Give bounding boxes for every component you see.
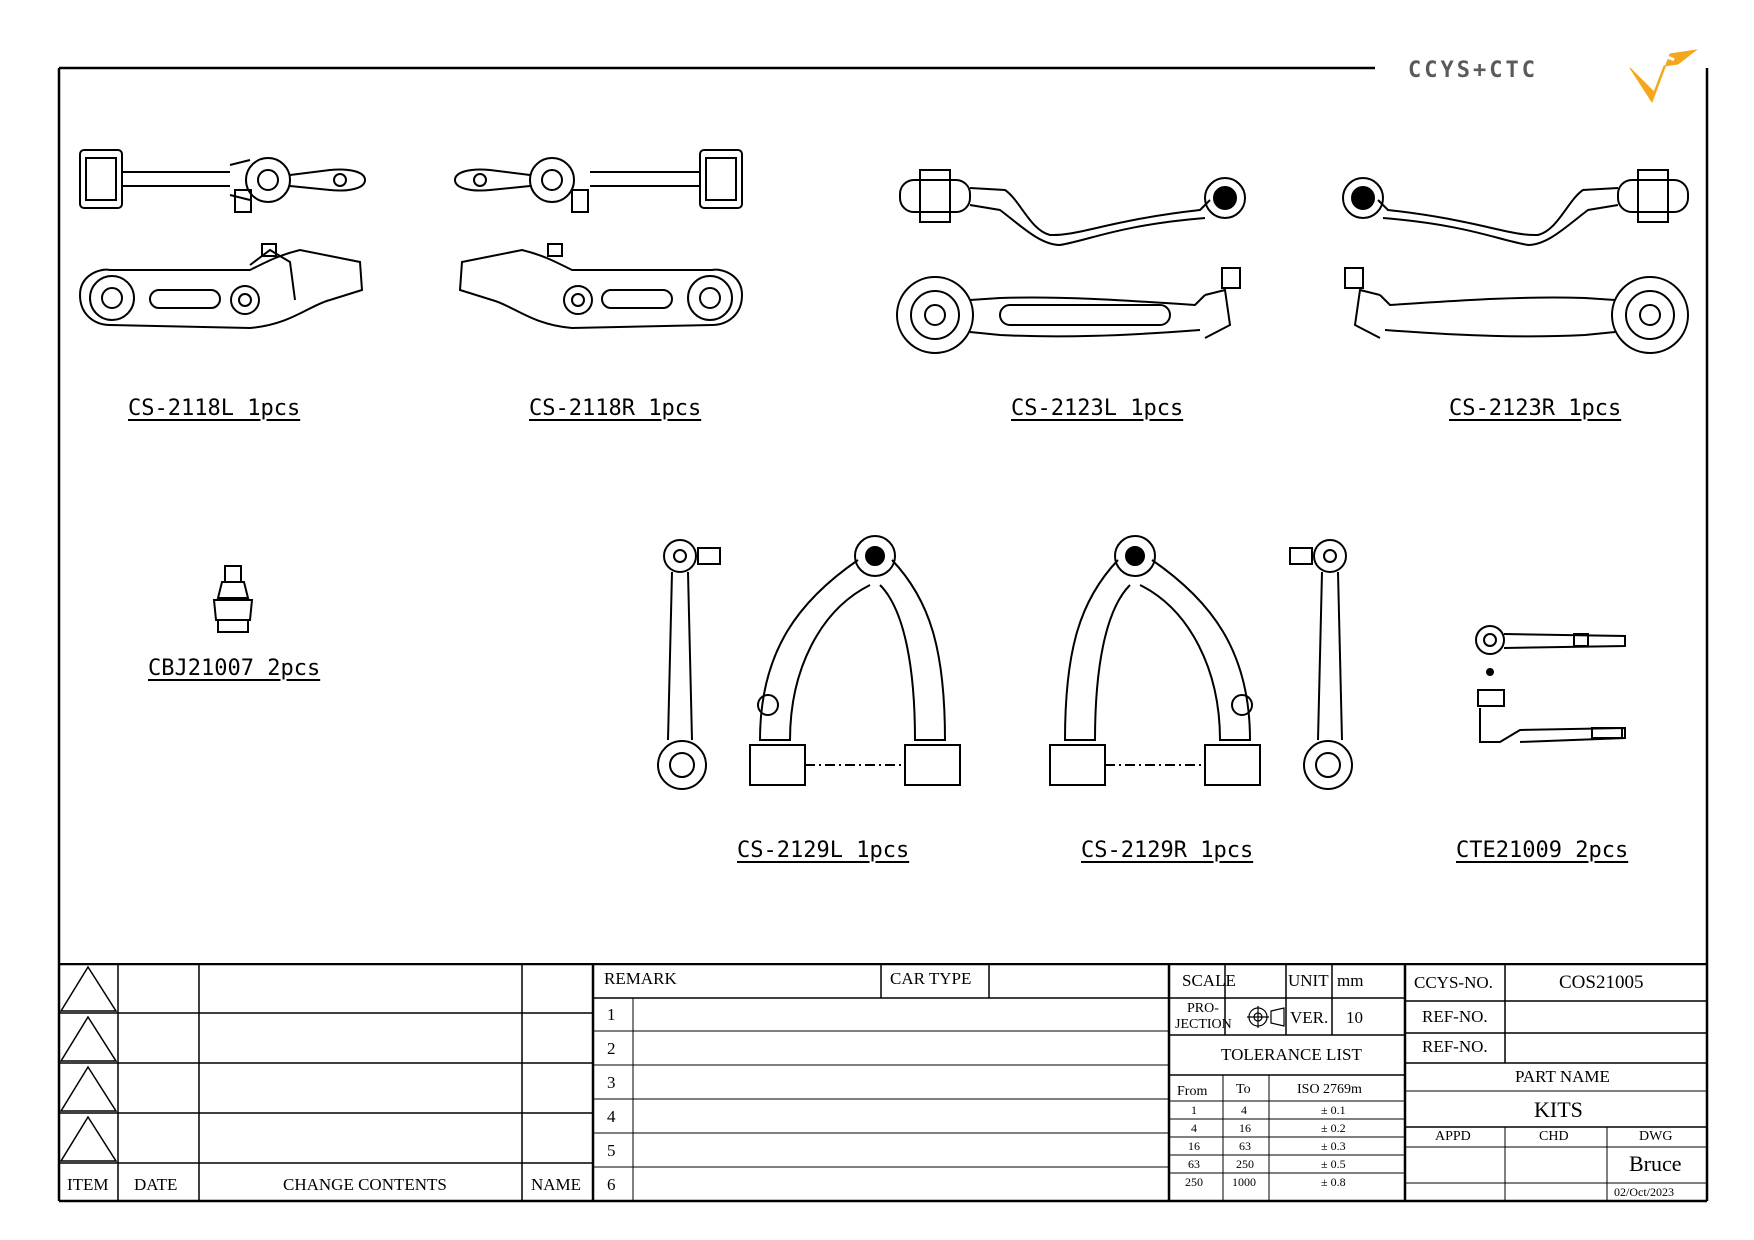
drawn-by-value: Bruce	[1629, 1151, 1682, 1176]
drawing-cs2118l	[78, 149, 367, 330]
checked-label: CHD	[1539, 1129, 1569, 1144]
ref-no-label-2: REF-NO.	[1422, 1037, 1488, 1056]
remark-row-number: 2	[607, 1039, 616, 1058]
unit-value: mm	[1337, 971, 1364, 990]
scale-label: SCALE	[1182, 971, 1236, 990]
drawing-cs2123r	[1342, 169, 1689, 354]
logo-text: CCYS+CTC	[1408, 58, 1538, 83]
date-header: DATE	[134, 1175, 178, 1194]
tolerance-from: 16	[1188, 1139, 1200, 1153]
remark-row-number: 3	[607, 1073, 616, 1092]
version-value: 10	[1346, 1008, 1363, 1027]
tolerance-to: 1000	[1232, 1175, 1256, 1189]
drawing-cs2118r	[453, 149, 744, 330]
part-label-cs2123r: CS-2123R 1pcs	[1449, 396, 1622, 421]
drawn-label: DWG	[1639, 1129, 1673, 1144]
part-label-cs2118r: CS-2118R 1pcs	[529, 396, 702, 421]
logo-mark-icon	[1629, 49, 1698, 104]
tolerance-value: ± 0.5	[1321, 1157, 1346, 1171]
tolerance-to: 4	[1241, 1103, 1247, 1117]
drawing-date: 02/Oct/2023	[1614, 1185, 1674, 1199]
tolerance-value: ± 0.8	[1321, 1175, 1346, 1189]
remark-row-number: 6	[607, 1175, 616, 1194]
projection-symbol-icon	[1247, 1006, 1285, 1028]
ccys-no-value: COS21005	[1559, 972, 1644, 993]
tolerance-to: 63	[1239, 1139, 1251, 1153]
part-label-cs2129l: CS-2129L 1pcs	[737, 838, 910, 863]
part-label-cbj21007: CBJ21007 2pcs	[148, 656, 321, 681]
projection-label: PRO-	[1187, 1001, 1219, 1016]
title-block-grid	[59, 963, 1707, 1201]
remark-header: REMARK	[604, 969, 677, 988]
part-label-cs2118l: CS-2118L 1pcs	[128, 396, 301, 421]
company-logo: CCYS+CTC	[1408, 46, 1698, 106]
ref-no-label: REF-NO.	[1422, 1007, 1488, 1026]
tolerance-to: 16	[1239, 1121, 1251, 1135]
tolerance-from: 1	[1191, 1103, 1197, 1117]
part-label-cs2129r: CS-2129R 1pcs	[1081, 838, 1254, 863]
remark-row-number: 5	[607, 1141, 616, 1160]
tolerance-header-to: To	[1236, 1082, 1251, 1097]
drawing-cte21009	[1475, 625, 1626, 743]
tolerance-value: ± 0.3	[1321, 1139, 1346, 1153]
tolerance-from: 250	[1185, 1175, 1203, 1189]
tolerance-from: 63	[1188, 1157, 1200, 1171]
tolerance-header-iso: ISO 2769m	[1297, 1082, 1362, 1097]
ccys-no-label: CCYS-NO.	[1414, 973, 1493, 992]
part-label-cte21009: CTE21009 2pcs	[1456, 838, 1629, 863]
change-contents-header: CHANGE CONTENTS	[283, 1175, 447, 1194]
drawing-cs2129r	[1049, 535, 1353, 790]
item-header: ITEM	[67, 1175, 109, 1194]
tolerance-header-from: From	[1177, 1084, 1208, 1099]
part-name-label: PART NAME	[1515, 1067, 1610, 1086]
name-header: NAME	[531, 1175, 582, 1194]
remark-row-number: 4	[607, 1107, 616, 1126]
drawing-cbj21007	[212, 565, 254, 633]
title-block: ITEM DATE CHANGE CONTENTS NAME REMARK CA…	[59, 963, 1707, 1201]
tolerance-title: TOLERANCE LIST	[1221, 1045, 1362, 1064]
drawing-cs2129l	[657, 535, 961, 790]
projection-label-2: JECTION	[1175, 1017, 1232, 1032]
unit-label: UNIT	[1288, 971, 1329, 990]
tolerance-value: ± 0.1	[1321, 1103, 1346, 1117]
version-label: VER.	[1290, 1008, 1329, 1027]
approved-label: APPD	[1435, 1129, 1471, 1144]
tolerance-from: 4	[1191, 1121, 1197, 1135]
part-label-cs2123l: CS-2123L 1pcs	[1011, 396, 1184, 421]
drawing-cs2123l	[896, 169, 1246, 354]
tolerance-value: ± 0.2	[1321, 1121, 1346, 1135]
part-name-value: KITS	[1534, 1097, 1583, 1122]
car-type-header: CAR TYPE	[890, 969, 972, 988]
tolerance-to: 250	[1236, 1157, 1254, 1171]
remark-row-number: 1	[607, 1005, 616, 1024]
